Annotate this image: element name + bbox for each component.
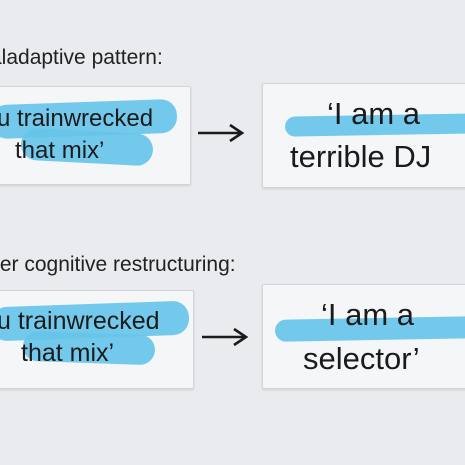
output-thought-card: ‘I am a terrible DJ (262, 83, 465, 188)
heading-maladaptive-pattern: aladaptive pattern: (0, 46, 163, 69)
right-arrow-icon (198, 123, 245, 143)
input-thought-line-1: u trainwrecked (0, 105, 154, 132)
input-thought-card: u trainwrecked that mix’ (0, 86, 191, 185)
output-thought-line-1: ‘I am a (321, 297, 415, 332)
input-thought-line-2: that mix’ (15, 137, 105, 164)
output-thought-line-1: ‘I am a (327, 96, 421, 131)
output-thought-line-2: terrible DJ (290, 139, 432, 174)
heading-after-cognitive-restructuring: ter cognitive restructuring: (0, 253, 236, 276)
output-thought-card: ‘I am a selector’ (262, 284, 465, 389)
output-thought-line-2: selector’ (303, 341, 420, 376)
input-thought-line-2: that mix’ (21, 339, 115, 367)
input-thought-line-1: u trainwrecked (0, 307, 160, 335)
input-thought-card: u trainwrecked that mix’ (0, 290, 194, 389)
right-arrow-icon (202, 327, 249, 347)
